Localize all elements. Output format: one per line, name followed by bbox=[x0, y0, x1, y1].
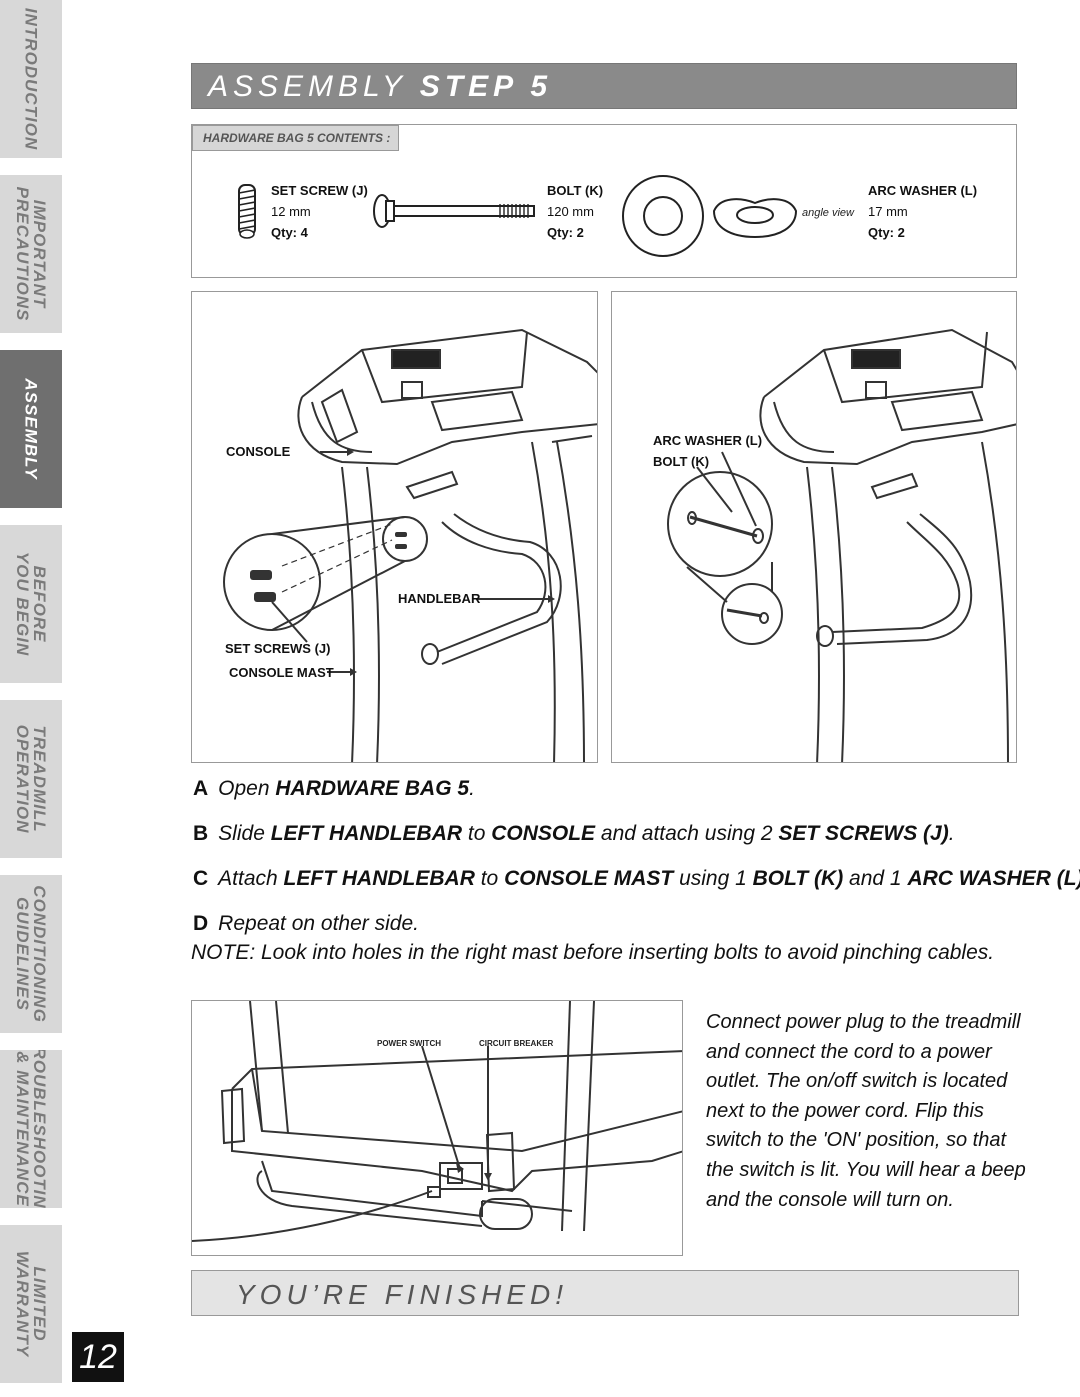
tab-before-you-begin[interactable]: BEFORE YOU BEGIN bbox=[0, 525, 62, 683]
set-screw-qty: Qty: 4 bbox=[271, 225, 308, 240]
step-a-bold-1: HARDWARE BAG 5 bbox=[275, 777, 470, 800]
arc-washer-icon bbox=[622, 175, 704, 257]
bolt-icon bbox=[373, 194, 535, 228]
callout-console: CONSOLE bbox=[226, 444, 291, 459]
tab-assembly[interactable]: ASSEMBLY bbox=[0, 350, 62, 508]
page-number: 12 bbox=[72, 1332, 124, 1382]
step-c-text-2: to bbox=[474, 867, 505, 890]
arc-washer-qty: Qty: 2 bbox=[868, 225, 905, 240]
tab-introduction-label: INTRODUCTION bbox=[21, 7, 41, 151]
console-handlebar-illustration bbox=[223, 328, 597, 762]
tab-assembly-label: ASSEMBLY bbox=[21, 378, 41, 480]
step-d-key: D bbox=[193, 912, 209, 935]
tab-conditioning-guidelines-label: CONDITIONING GUIDELINES bbox=[13, 885, 49, 1023]
bolt-name: BOLT (K) bbox=[547, 183, 604, 198]
step-c-text-1: Attach bbox=[218, 867, 284, 890]
power-switch-illustration bbox=[192, 1001, 682, 1242]
hardware-contents-title: HARDWARE BAG 5 CONTENTS : bbox=[192, 125, 399, 151]
step-title-prefix: ASSEMBLY bbox=[208, 70, 407, 103]
angle-view-label: angle view bbox=[802, 207, 854, 219]
step-b-bold-2: CONSOLE bbox=[491, 822, 596, 845]
step-c-bold-3: BOLT (K) bbox=[752, 867, 844, 890]
callout-handlebar: HANDLEBAR bbox=[398, 591, 481, 606]
diagram-left: CONSOLE HANDLEBAR SET SCREWS (J) CONSOLE… bbox=[191, 291, 598, 763]
callout-bolt: BOLT (K) bbox=[653, 454, 710, 469]
tab-troubleshooting-label: TROUBLESHOOTING & MAINTENANCE bbox=[13, 1050, 49, 1208]
set-screw-icon bbox=[238, 184, 256, 239]
callout-arc-washer: ARC WASHER (L) bbox=[653, 433, 763, 448]
step-b-bold-3: SET SCREWS (J) bbox=[778, 822, 949, 845]
finished-banner: YOU’RE FINISHED! bbox=[191, 1270, 1019, 1316]
assembly-note: NOTE: Look into holes in the right mast … bbox=[191, 941, 995, 964]
arc-washer-spec: ARC WASHER (L) 17 mm Qty: 2 bbox=[868, 180, 977, 243]
tab-treadmill-operation[interactable]: TREADMILL OPERATION bbox=[0, 700, 62, 858]
tab-introduction[interactable]: INTRODUCTION bbox=[0, 0, 62, 158]
step-title-number: STEP 5 bbox=[419, 70, 553, 103]
finished-text: YOU’RE FINISHED! bbox=[236, 1279, 569, 1310]
power-diagram: POWER SWITCH CIRCUIT BREAKER bbox=[191, 1000, 683, 1256]
tab-troubleshooting[interactable]: TROUBLESHOOTING & MAINTENANCE bbox=[0, 1050, 62, 1208]
step-c-key: C bbox=[193, 867, 209, 890]
tab-important-precautions-label: IMPORTANT PRECAUTIONS bbox=[13, 186, 49, 322]
callout-circuit-breaker: CIRCUIT BREAKER bbox=[479, 1039, 554, 1048]
step-b-bold-1: LEFT HANDLEBAR bbox=[270, 822, 463, 845]
step-d: D Repeat on other side. bbox=[193, 912, 419, 936]
set-screw-spec: SET SCREW (J) 12 mm Qty: 4 bbox=[271, 180, 368, 243]
arc-washer-name: ARC WASHER (L) bbox=[868, 183, 978, 198]
step-a: A Open HARDWARE BAG 5. bbox=[193, 777, 475, 801]
arc-washer-size: 17 mm bbox=[868, 204, 908, 219]
bolt-spec: BOLT (K) 120 mm Qty: 2 bbox=[547, 180, 603, 243]
tab-before-you-begin-label: BEFORE YOU BEGIN bbox=[13, 551, 49, 657]
set-screw-size: 12 mm bbox=[271, 204, 311, 219]
step-b-text-1: Slide bbox=[218, 822, 271, 845]
callout-power-switch: POWER SWITCH bbox=[377, 1039, 441, 1048]
tab-limited-warranty-label: LIMITED WARRANTY bbox=[13, 1250, 49, 1358]
step-b: B Slide LEFT HANDLEBAR to CONSOLE and att… bbox=[193, 822, 955, 846]
step-b-text-4: . bbox=[948, 822, 955, 845]
step-b-key: B bbox=[193, 822, 209, 845]
step-a-text-1: Open bbox=[218, 777, 276, 800]
step-title: ASSEMBLY STEP 5 bbox=[208, 70, 552, 104]
callout-set-screws: SET SCREWS (J) bbox=[225, 641, 331, 656]
step-a-key: A bbox=[193, 777, 209, 800]
callout-console-mast: CONSOLE MAST bbox=[229, 665, 334, 680]
tab-limited-warranty[interactable]: LIMITED WARRANTY bbox=[0, 1225, 62, 1383]
step-c-bold-4: ARC WASHER (L) bbox=[907, 867, 1080, 890]
tab-conditioning-guidelines[interactable]: CONDITIONING GUIDELINES bbox=[0, 875, 62, 1033]
bolt-qty: Qty: 2 bbox=[547, 225, 584, 240]
hardware-contents-box: HARDWARE BAG 5 CONTENTS : SET SCREW (J) … bbox=[191, 124, 1017, 278]
step-a-text-2: . bbox=[469, 777, 475, 800]
step-c: C Attach LEFT HANDLEBAR to CONSOLE MAST u… bbox=[193, 867, 1080, 891]
tab-treadmill-operation-label: TREADMILL OPERATION bbox=[13, 724, 49, 834]
step-c-text-4: and 1 bbox=[843, 867, 908, 890]
power-instructions: Connect power plug to the treadmill and … bbox=[706, 1011, 1026, 1211]
step-c-bold-1: LEFT HANDLEBAR bbox=[283, 867, 475, 890]
step-b-text-3: and attach using 2 bbox=[595, 822, 779, 845]
step-c-text-3: using 1 bbox=[673, 867, 753, 890]
step-c-bold-2: CONSOLE MAST bbox=[504, 867, 674, 890]
arc-washer-angle-icon bbox=[712, 198, 798, 239]
side-navigation: INTRODUCTION IMPORTANT PRECAUTIONS ASSEM… bbox=[0, 0, 62, 1397]
bolt-washer-illustration bbox=[667, 328, 1016, 762]
step-d-text-1: Repeat on other side. bbox=[218, 912, 419, 935]
bolt-size: 120 mm bbox=[547, 204, 594, 219]
tab-important-precautions[interactable]: IMPORTANT PRECAUTIONS bbox=[0, 175, 62, 333]
diagram-right: ARC WASHER (L) BOLT (K) bbox=[611, 291, 1017, 763]
step-header: ASSEMBLY STEP 5 bbox=[191, 63, 1017, 109]
set-screw-name: SET SCREW (J) bbox=[271, 183, 368, 198]
step-b-text-2: to bbox=[462, 822, 492, 845]
